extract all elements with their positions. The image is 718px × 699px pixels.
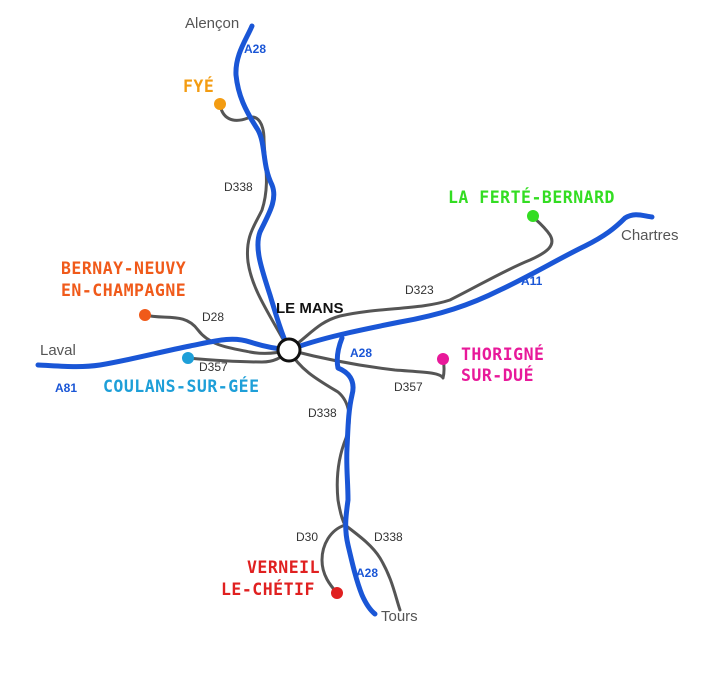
city-label-alencon: Alençon [185,15,239,32]
road-d323 [287,214,554,352]
label-d323: D323 [405,283,434,297]
motorway-a28-south [334,335,378,617]
le-mans-label: LE MANS [276,300,344,317]
label-d357-east: D357 [394,380,423,394]
motorway-a81 [35,336,292,370]
city-label-tours: Tours [381,608,418,625]
bernay-neuvy-marker-icon [139,309,151,321]
road-d338-north [218,102,291,352]
label-d338-north: D338 [224,180,253,194]
place-label-verneil-line1: VERNEIL [247,558,320,577]
label-d28: D28 [202,310,224,324]
thorigne-marker-icon [437,353,449,365]
place-label-verneil-line2: LE-CHÉTIF [221,580,315,599]
city-label-laval: Laval [40,342,76,359]
label-a81: A81 [55,381,77,395]
place-label-coulans: COULANS-SUR-GÉE [103,377,260,396]
label-d357-west: D357 [199,360,228,374]
motorways [35,23,655,617]
place-label-bernay-neuvy-line2: EN-CHAMPAGNE [61,281,186,300]
label-a28-north: A28 [244,42,266,56]
road-d30 [320,523,347,595]
place-label-fye: FYÉ [183,77,214,96]
road-d338-south [287,348,402,612]
road-d28 [143,313,291,355]
label-a28-center: A28 [350,346,372,360]
place-label-thorigne-line1: THORIGNÉ [461,345,544,364]
label-d338-south: D338 [374,530,403,544]
label-a28-south: A28 [356,566,378,580]
city-label-chartres: Chartres [621,227,679,244]
le-mans-hub-icon [276,337,302,363]
motorway-a28-north [233,23,292,353]
place-label-thorigne-line2: SUR-DUÉ [461,366,534,385]
label-d30: D30 [296,530,318,544]
label-d338-center: D338 [308,406,337,420]
place-label-bernay-neuvy-line1: BERNAY-NEUVY [61,259,186,278]
fye-marker-icon [214,98,226,110]
verneil-marker-icon [331,587,343,599]
place-label-la-ferte-bernard: LA FERTÉ-BERNARD [448,188,615,207]
motorway-a11 [286,212,655,353]
place-markers [139,98,539,599]
label-a11: A11 [521,274,543,288]
la-ferte-bernard-marker-icon [527,210,539,222]
departmental-roads [143,102,554,612]
road-d357-east [287,348,446,380]
coulans-marker-icon [182,352,194,364]
